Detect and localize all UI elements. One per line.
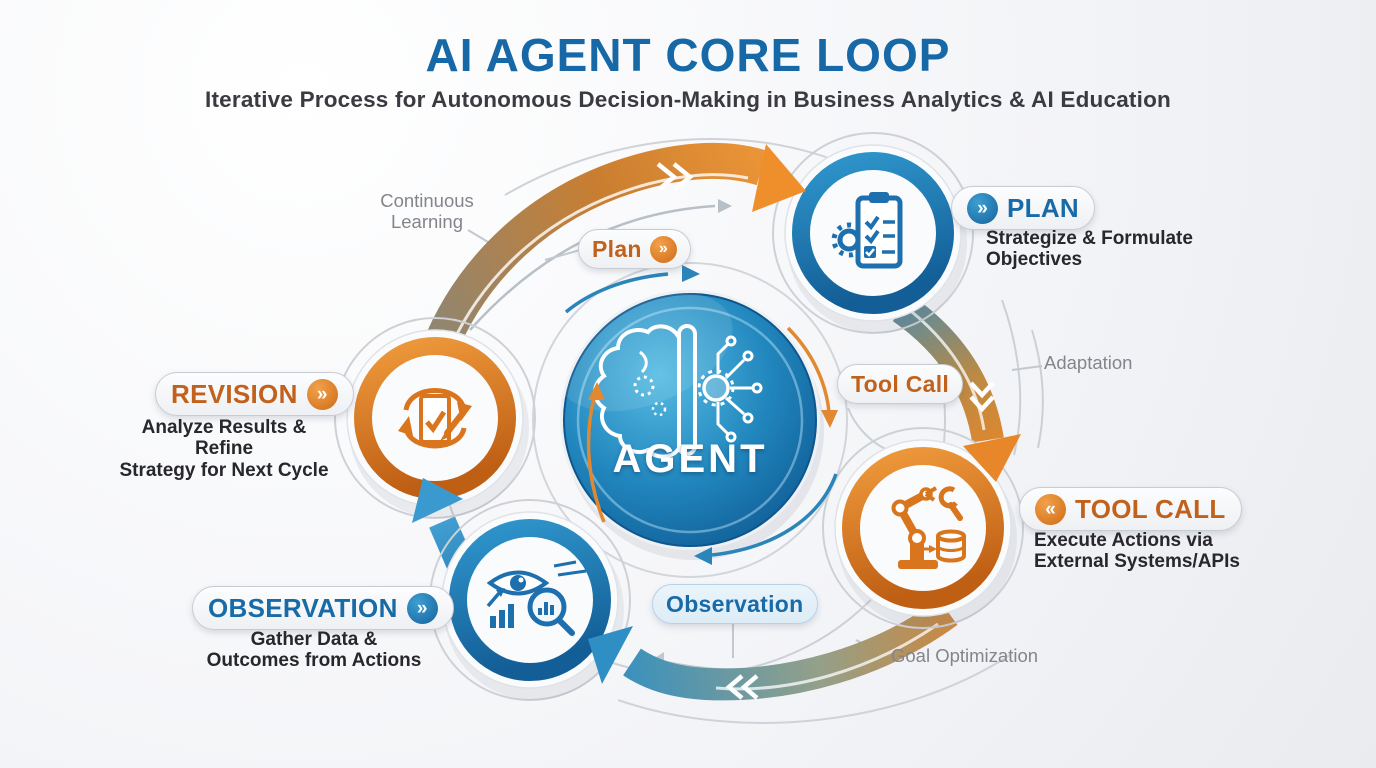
chevron-right-icon: » [306,378,338,410]
page-title: AI AGENT CORE LOOP [425,29,951,81]
continuous-learning-label: Continuous Learning [380,190,474,232]
observation-label-pill: OBSERVATION » [192,586,454,630]
observation-mini-pill: Observation [652,584,818,624]
goal-optimization-label: Goal Optimization [891,645,1039,666]
adaptation-label: Adaptation [1044,352,1133,373]
agent-brain-circuit-icon [593,324,763,459]
agent-label: AGENT [612,437,768,481]
tool-call-icon [891,486,966,569]
observation-mini-label: Observation [666,590,804,617]
observation-label: OBSERVATION [208,593,398,623]
revision-description: Analyze Results & Refine Strategy for Ne… [119,417,329,481]
observation-description: Gather Data & Outcomes from Actions [206,629,422,672]
plan-mini-pill: Plan » [578,229,691,269]
plan-label-pill: » PLAN [951,186,1095,230]
tool-call-label: TOOL CALL [1075,494,1226,524]
agent-node [557,290,824,560]
chevron-right-icon: » [406,592,438,624]
revision-label-pill: REVISION » [155,372,354,416]
tool-call-mini-label: Tool Call [851,370,950,397]
tool-call-label-pill: « TOOL CALL [1019,487,1242,531]
revision-icon [398,388,472,449]
page-subtitle: Iterative Process for Autonomous Decisio… [205,87,1171,112]
chevron-left-icon: « [1035,493,1066,525]
plan-description: Strategize & Formulate Objectives [986,228,1193,271]
flow-arrowheads [412,144,1021,684]
plan-icon [831,192,903,269]
observation-node [429,499,631,701]
plan-node [772,132,974,334]
chevron-right-icon: » [967,192,998,224]
plan-mini-label: Plan [592,235,642,262]
revision-label: REVISION [171,379,298,409]
tool-call-node [822,427,1024,629]
revision-to-plan-arrow [421,142,768,359]
agent-orbit-arrows [564,265,838,565]
observation-icon [486,560,587,636]
tool-call-mini-pill: Tool Call [837,364,964,404]
toolcall-to-observation-arrow [623,599,958,701]
plan-label: PLAN [1007,193,1079,223]
chevron-right-icon: » [649,235,677,263]
tool-call-description: Execute Actions via External Systems/API… [1034,530,1240,573]
